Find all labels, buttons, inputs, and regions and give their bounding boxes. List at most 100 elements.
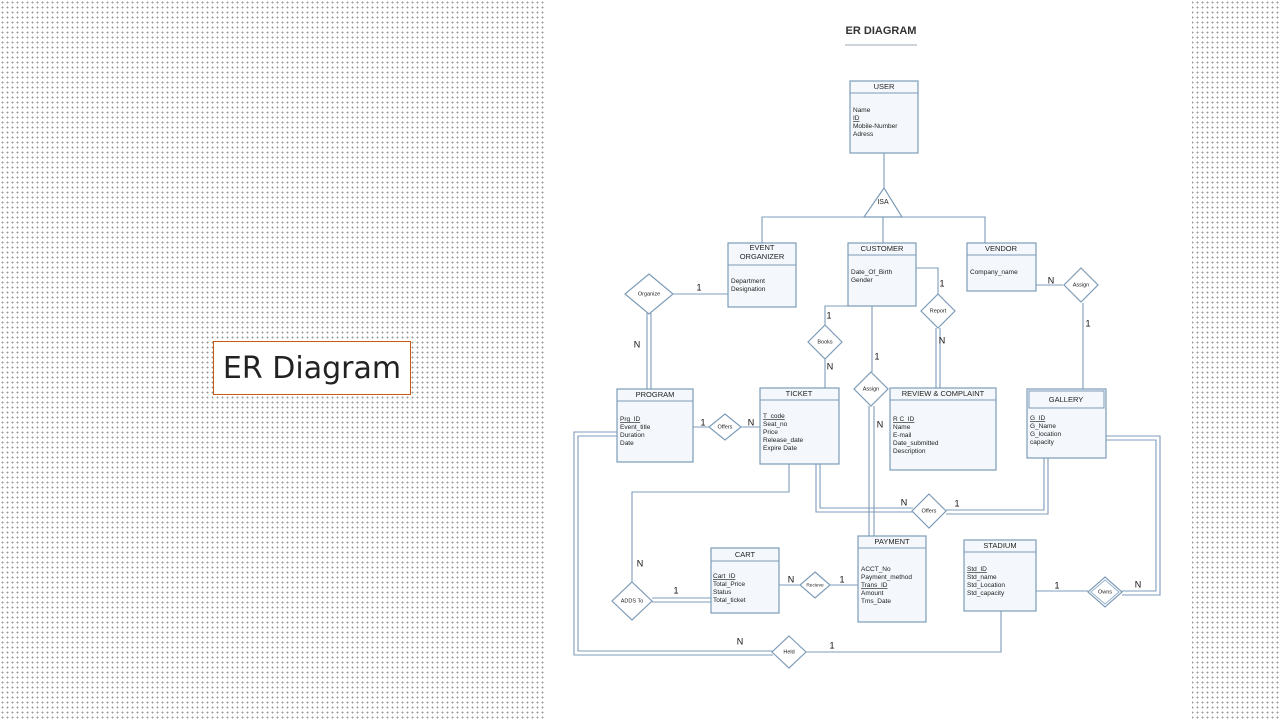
entity-name: PAYMENT — [874, 537, 910, 546]
relationship-label: Owns — [1098, 589, 1112, 595]
connection-lines — [573, 153, 1161, 656]
relationship-recieve: Recieve — [799, 571, 831, 599]
entity-program: PROGRAM Prg_ID Event_title Duration Date — [616, 388, 694, 463]
cardinality-label: N — [877, 419, 884, 429]
entity-attr: Duration — [620, 432, 645, 439]
cardinality-labels: 1 N 1 N 1 N N 1 1 N 1 N N 1 N 1 N 1 1 N … — [634, 275, 1142, 650]
cardinality-label: N — [1048, 275, 1055, 285]
isa-label: ISA — [877, 199, 889, 206]
entity-customer: CUSTOMER Date_Of_Birth Gender — [847, 242, 917, 307]
cardinality-label: N — [827, 361, 834, 371]
entity-attr: Tms_Date — [861, 598, 891, 605]
entity-attr: Std_name — [967, 574, 997, 581]
relationship-label: Assign — [1073, 282, 1090, 288]
entity-attr: Cart_ID — [713, 573, 736, 580]
entity-name: GALLERY — [1049, 395, 1083, 404]
entity-attr: Prg_ID — [620, 416, 641, 423]
relationship-label: Recieve — [806, 582, 824, 588]
entity-name: STADIUM — [983, 541, 1016, 550]
entity-attr: Department — [731, 278, 765, 285]
relationship-offers-program: Offers — [708, 413, 742, 441]
link-customer-books — [824, 305, 848, 325]
cardinality-label: N — [748, 417, 755, 427]
entity-attr: Name — [893, 424, 911, 431]
link-program-held-b — [577, 435, 773, 652]
relationship-label: Organize — [638, 291, 660, 297]
entity-attr: Release_date — [763, 437, 803, 444]
entity-attr: G_location — [1030, 431, 1061, 438]
entity-payment: PAYMENT ACCT_No Payment_method Trans_ID … — [857, 535, 927, 623]
link-held-stadium — [806, 611, 1002, 653]
entity-attr: Price — [763, 429, 778, 436]
cardinality-label: N — [939, 335, 946, 345]
entity-attr: Payment_method — [861, 574, 912, 581]
diagram-title: ER DIAGRAM — [846, 25, 917, 37]
link-customer-report — [916, 267, 939, 294]
entity-attr: G_Name — [1030, 423, 1056, 430]
entity-attr: Gender — [851, 277, 874, 284]
relationship-offers-gallery: Offers — [911, 493, 947, 529]
entity-attr: Std_ID — [967, 566, 987, 573]
cardinality-label: N — [901, 497, 908, 507]
cardinality-label: 1 — [954, 498, 959, 508]
entity-attr: Amount — [861, 590, 884, 597]
relationship-report: Report — [920, 293, 956, 329]
entity-stadium: STADIUM Std_ID Std_name Std_Location Std… — [963, 539, 1037, 612]
cardinality-label: 1 — [700, 417, 705, 427]
entity-event-organizer: EVENT ORGANIZER Department Designation — [727, 242, 797, 308]
entity-name: PROGRAM — [636, 390, 675, 399]
entity-review-complaint: REVIEW & COMPLAINT R C_ID Name E-mail Da… — [889, 387, 997, 471]
relationship-held: Held — [771, 635, 807, 669]
entity-attr: Name — [853, 107, 871, 114]
cardinality-label: N — [737, 636, 744, 646]
diagram-panel: ER DIAGRAM — [545, 0, 1192, 720]
entity-name: REVIEW & COMPLAINT — [902, 389, 985, 398]
entity-attr: Date — [620, 440, 634, 447]
entity-attr: E-mail — [893, 432, 912, 439]
cardinality-label: 1 — [874, 351, 879, 361]
entity-attr: G_ID — [1030, 415, 1045, 422]
entity-name: TICKET — [786, 389, 813, 398]
relationship-books: Books — [807, 324, 843, 360]
link-program-held-a — [573, 431, 773, 656]
entity-name: USER — [874, 82, 895, 91]
entity-name: EVENT — [749, 243, 774, 252]
link-ticket-addsto — [631, 464, 790, 582]
cardinality-label: 1 — [839, 574, 844, 584]
entity-attr: ACCT_No — [861, 566, 891, 573]
entity-attr: Status — [713, 589, 732, 596]
slide-title: ER Diagram — [213, 341, 411, 395]
entity-attr: Mobile-Number — [853, 123, 898, 130]
relationship-label: Assign — [863, 386, 880, 392]
entity-attr: Description — [893, 448, 926, 455]
entity-attr: R C_ID — [893, 416, 915, 423]
entity-gallery: GALLERY G_ID G_Name G_location capacity — [1026, 388, 1107, 459]
entity-attr: Event_title — [620, 424, 651, 431]
relationship-label: Offers — [718, 424, 733, 430]
cardinality-label: 1 — [1085, 318, 1090, 328]
entity-name: CART — [735, 550, 756, 559]
er-diagram: ER DIAGRAM — [573, 25, 1161, 669]
entity-attr: Std_Location — [967, 582, 1005, 589]
link-offers2-gallery-b — [946, 458, 1049, 515]
entity-name: ORGANIZER — [740, 252, 785, 261]
entity-name: CUSTOMER — [861, 244, 904, 253]
entity-attr: Date_submitted — [893, 440, 939, 447]
relationship-assign-vendor: Assign — [1063, 267, 1099, 303]
entity-attr: T_code — [763, 413, 785, 420]
entity-attr: Trans_ID — [861, 582, 888, 589]
entity-attr: Date_Of_Birth — [851, 269, 893, 276]
link-isa-eventorganizer — [761, 216, 865, 243]
isa-triangle: ISA — [862, 186, 904, 218]
cardinality-label: N — [637, 558, 644, 568]
cardinality-label: 1 — [696, 282, 701, 292]
relationship-adds-to: ADDS To — [611, 581, 653, 621]
cardinality-label: N — [634, 339, 641, 349]
relationship-organize: Organize — [624, 273, 674, 315]
link-ticket-offers2-b — [819, 464, 913, 509]
entity-ticket: TICKET T_code Seat_no Price Release_date… — [759, 387, 840, 465]
entity-cart: CART Cart_ID Total_Price Status Total_ti… — [710, 547, 780, 614]
entity-attr: capacity — [1030, 439, 1055, 446]
entity-attr: Designation — [731, 286, 766, 293]
cardinality-label: N — [788, 574, 795, 584]
